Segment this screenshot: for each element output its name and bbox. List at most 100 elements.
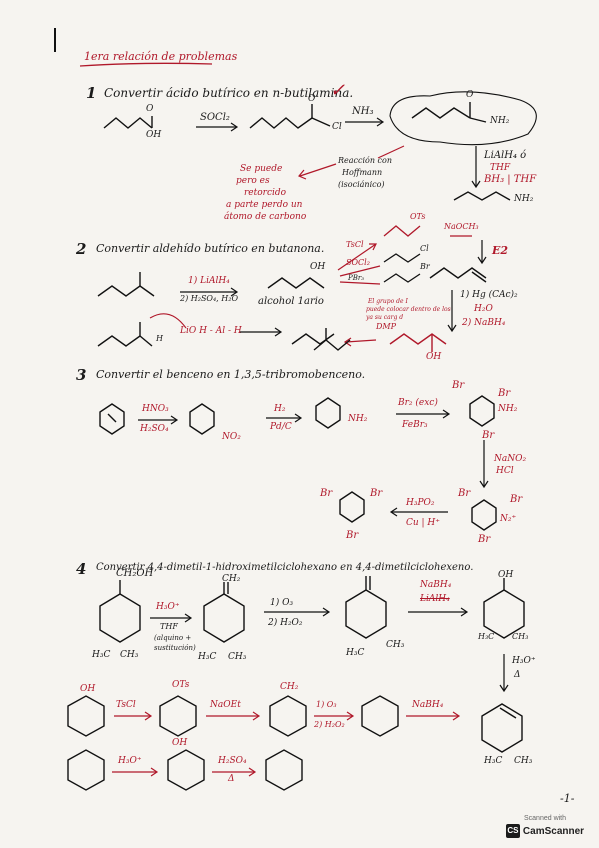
p1-o2: O — [308, 94, 316, 104]
p3-n2: N₂⁺ — [500, 514, 517, 524]
p4-h3c-3: H₃C — [346, 648, 365, 658]
p1-note-mid-3: (isociánico) — [338, 180, 385, 189]
p3-hcl: HCl — [496, 466, 514, 476]
p2-note-1: El grupo de I — [368, 298, 408, 305]
p4-ch2-a: CH₂ — [222, 574, 241, 584]
p4-delta-b: Δ — [228, 774, 235, 784]
p4-ch3-5: CH₃ — [514, 756, 533, 766]
p4-note-2: sustitución) — [154, 644, 196, 652]
p1-bh3: BH₃ | THF — [484, 174, 537, 185]
p1-note-left-1: Se puede — [240, 164, 283, 174]
p4-h3c-1: H₃C — [92, 650, 111, 660]
problem-2-heading: Convertir aldehído butírico en butanona. — [96, 242, 325, 255]
p1-oh-label: OH — [146, 130, 162, 140]
p4-oh-b: OH — [80, 684, 96, 694]
p2-lih: LiO H - Al - H — [180, 326, 242, 336]
p4-h3o-b: H₃O⁺ — [118, 756, 142, 766]
p3-nano2: NaNO₂ — [494, 454, 527, 464]
p1-o3: O — [466, 90, 474, 100]
p3-h2: H₂ — [274, 404, 286, 414]
p3-febr3: FeBr₃ — [402, 420, 428, 430]
p2-hg2: H₂O — [474, 304, 493, 314]
p3-br-c: Br — [482, 430, 495, 441]
p3-br-d: Br — [458, 488, 471, 499]
p2-cl: Cl — [420, 244, 429, 253]
p4-nabh4b: NaBH₄ — [412, 700, 444, 710]
p3-nh2: NH₂ — [348, 414, 368, 424]
problem-1-number: 1 — [86, 84, 97, 102]
p4-ch3-2: CH₃ — [228, 652, 247, 662]
p3-br-b: Br — [498, 388, 511, 399]
p2-alcohol: alcohol 1ario — [258, 296, 324, 307]
p2-dmp: DMP — [376, 322, 396, 331]
p2-e2: E2 — [492, 244, 509, 257]
problem-2-number: 2 — [76, 240, 87, 258]
p3-pdc: Pd/C — [270, 422, 292, 432]
p2-ots: OTs — [410, 212, 426, 221]
p3-br2: Br₂ (exc) — [398, 398, 438, 408]
p2-h2so4: 2) H₂SO₄, H₂O — [180, 294, 239, 303]
p2-pbr3: PBr₃ — [348, 274, 365, 282]
p2-socl2: SOCl₂ — [346, 258, 370, 267]
p4-oh: OH — [498, 570, 514, 580]
problem-4-heading: Convertir 4,4-dimetil-1-hidroximetilcicl… — [96, 562, 474, 573]
problem-3-number: 3 — [76, 366, 87, 384]
page-number: -1- — [560, 792, 575, 805]
p3-br-h: Br — [370, 488, 383, 499]
p4-naoet: NaOEt — [210, 700, 241, 710]
p4-o3d: 2) H₂O₂ — [314, 720, 345, 729]
p2-oh: OH — [310, 262, 326, 272]
p4-o3a: 1) O₃ — [270, 598, 294, 608]
p4-oh-c: OH — [172, 738, 188, 748]
p3-br-f: Br — [478, 534, 491, 545]
p3-br-i: Br — [346, 530, 359, 541]
p1-cl: Cl — [332, 122, 342, 132]
p2-h: H — [156, 334, 163, 343]
p2-hg3: 2) NaBH₄ — [462, 318, 506, 328]
p1-nh2b: NH₂ — [514, 194, 534, 204]
p4-h3o: H₃O⁺ — [156, 602, 180, 612]
p1-nh3: NH₃ — [352, 106, 374, 117]
p4-o3c: 1) O₃ — [316, 700, 337, 709]
p1-socl2: SOCl₂ — [200, 112, 230, 123]
camscanner-logo-icon: CS — [505, 824, 520, 838]
p2-tscl: TsCl — [346, 240, 364, 249]
p3-br-a: Br — [452, 380, 465, 391]
p3-h3po2: H₃PO₂ — [406, 498, 435, 508]
p3-br-g: Br — [320, 488, 333, 499]
scanner-caption: Scanned with — [523, 815, 567, 822]
check-mark: ✓ — [330, 80, 346, 101]
p4-o3b: 2) H₂O₂ — [268, 618, 303, 628]
p3-nh2b: NH₂ — [498, 404, 518, 414]
problem-3-heading: Convertir el benceno en 1,3,5-tribromobe… — [96, 368, 366, 381]
p4-tscl: TsCl — [116, 700, 136, 710]
p2-oh2: OH — [426, 352, 442, 362]
p3-h2so4: H₂SO₄ — [140, 424, 169, 434]
problem-1-heading: Convertir ácido butírico en n-butilamina… — [104, 86, 354, 100]
p3-br-e: Br — [510, 494, 523, 505]
p3-no2: NO₂ — [222, 432, 241, 442]
p4-h3c-2: H₃C — [198, 652, 217, 662]
p1-note-mid-1: Reacción con — [338, 156, 393, 165]
p1-redox: LiAlH₄ ó — [484, 150, 527, 161]
p4-ch3-4: CH₃ — [512, 632, 529, 641]
p4-ch2-b: CH₂ — [280, 682, 299, 692]
p4-thf: THF — [160, 622, 178, 631]
p4-lialh4: LiAlH₄ — [420, 594, 450, 604]
p1-note-left-4: a parte perdo un — [226, 200, 303, 210]
p4-h3c-4: H₃C — [478, 632, 495, 641]
p2-br: Br — [420, 262, 430, 271]
p3-cu: Cu | H⁺ — [406, 518, 441, 528]
p2-note-3: ya su carg d — [366, 314, 404, 321]
p2-naoch3: NaOCH₃ — [444, 222, 479, 231]
p4-note-1: (alquino + — [154, 634, 192, 642]
p1-note-left-2: pero es — [236, 176, 270, 186]
p1-note-left-5: átomo de carbono — [224, 212, 307, 222]
p4-ots: OTs — [172, 680, 190, 690]
p4-h2so4: H₂SO₄ — [218, 756, 247, 766]
p2-note-2: puede colocar dentro de los — [366, 306, 451, 313]
p4-ch3-3: CH₃ — [386, 640, 405, 650]
p3-hno3: HNO₃ — [142, 404, 169, 414]
